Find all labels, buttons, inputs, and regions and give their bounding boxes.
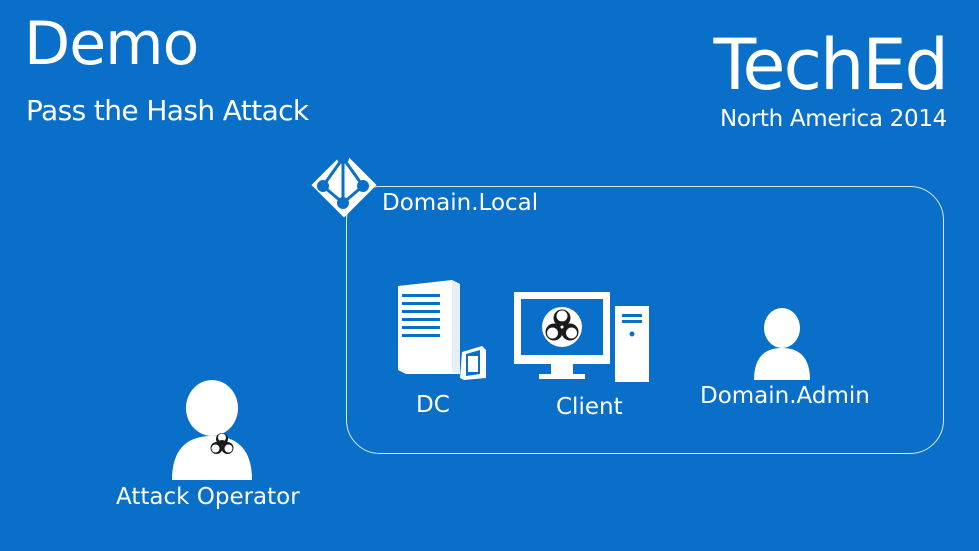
node-label-dc: DC xyxy=(416,392,450,418)
domain-admin-icon xyxy=(752,306,812,382)
domain-boundary xyxy=(346,186,944,454)
teched-logo: TechEd North America 2014 xyxy=(713,24,949,132)
node-label-client: Client xyxy=(556,394,623,420)
slide-title: Demo xyxy=(24,9,199,79)
brand-name: TechEd xyxy=(713,24,949,106)
slide-subtitle: Pass the Hash Attack xyxy=(26,94,309,127)
brand-event: North America 2014 xyxy=(720,106,947,132)
active-directory-icon xyxy=(299,140,389,230)
server-icon xyxy=(396,280,492,384)
attacker-icon xyxy=(170,378,254,482)
node-label-attack-operator: Attack Operator xyxy=(116,484,300,510)
node-label-domain-admin: Domain.Admin xyxy=(700,383,870,409)
workstation-icon xyxy=(513,290,653,386)
domain-label: Domain.Local xyxy=(382,190,539,216)
